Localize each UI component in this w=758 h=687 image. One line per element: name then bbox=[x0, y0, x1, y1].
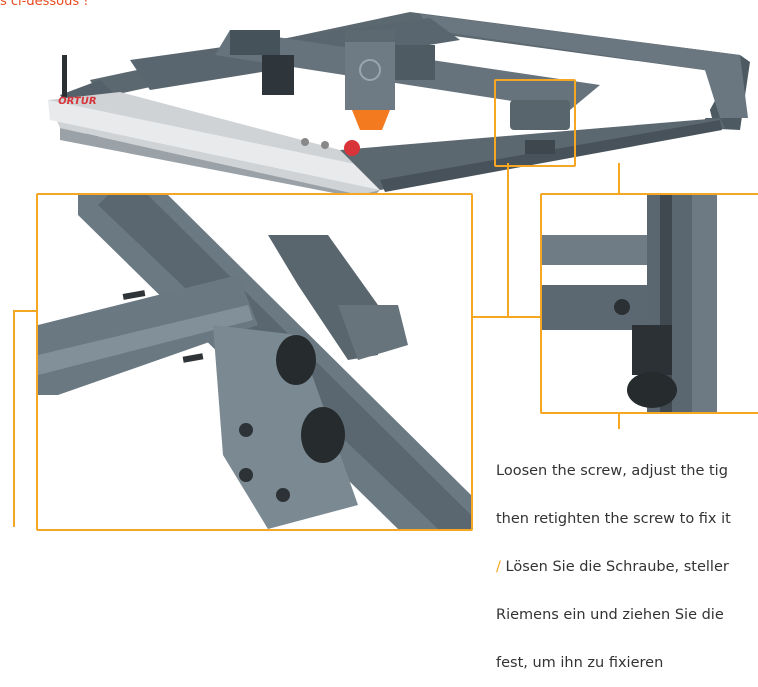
header-text: s ci-dessous ! bbox=[0, 0, 89, 9]
instruction-line-de-3: fest, um ihn zu fixieren bbox=[496, 655, 664, 671]
connector-line bbox=[618, 163, 620, 193]
highlight-box bbox=[494, 79, 576, 167]
connector-line bbox=[471, 316, 540, 318]
detail-illustration-right bbox=[542, 195, 717, 412]
instruction-line-en-1: Loosen the screw, adjust the tig bbox=[496, 463, 728, 479]
detail-panel-left bbox=[36, 193, 473, 531]
laser-engraver-illustration bbox=[48, 12, 750, 200]
instruction-line-en-2: then retighten the screw to fix it bbox=[496, 511, 731, 527]
instruction-line-de-2: Riemens ein und ziehen Sie die bbox=[496, 607, 724, 623]
connector-line bbox=[13, 311, 15, 527]
ortur-logo: ORTUR bbox=[57, 96, 98, 107]
connector-line bbox=[618, 411, 620, 429]
instruction-text: Loosen the screw, adjust the tig then re… bbox=[496, 431, 731, 687]
detail-panel-right bbox=[540, 193, 758, 414]
detail-illustration-left bbox=[38, 195, 471, 529]
instruction-line-de-1: / Lösen Sie die Schraube, steller bbox=[496, 559, 729, 575]
connector-line bbox=[507, 163, 509, 317]
